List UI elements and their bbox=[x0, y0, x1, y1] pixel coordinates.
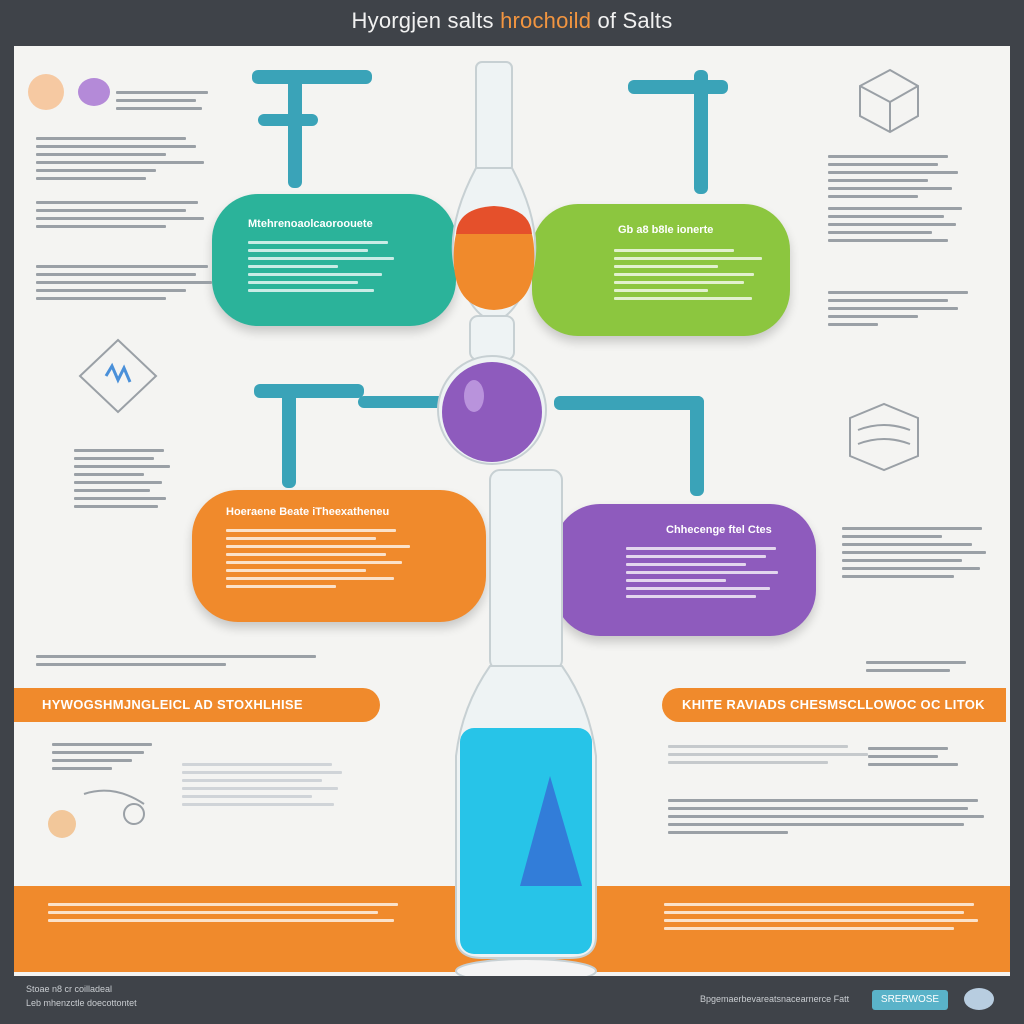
pipe-top-right-horizontal bbox=[628, 80, 728, 94]
right-text-block-5 bbox=[866, 656, 976, 677]
pipe-top-left-vertical bbox=[288, 70, 302, 188]
crystal-icon bbox=[78, 338, 158, 414]
right-text-block-3 bbox=[828, 286, 978, 331]
right-text-block-1 bbox=[828, 150, 968, 203]
footer-button[interactable]: SRERWOSE bbox=[872, 990, 948, 1010]
flask-middle-purple bbox=[437, 315, 547, 465]
pipe-top-left-horizontal bbox=[252, 70, 372, 84]
pill-purple-title: Chhecenge ftel Ctes bbox=[666, 524, 772, 536]
pipe-mid-right-vertical bbox=[690, 396, 704, 496]
pill-orange-text bbox=[226, 524, 416, 593]
pipe-mid-center bbox=[358, 396, 448, 408]
lab-sketch-icon bbox=[48, 789, 145, 838]
pill-purple-text bbox=[626, 542, 786, 603]
pill-teal-title: Mtehrenoaolcaoroouete bbox=[248, 218, 373, 230]
pill-teal bbox=[212, 194, 456, 326]
pill-orange-title: Hoeraene Beate iTheexatheneu bbox=[226, 506, 390, 518]
pipe-mid-left-vertical bbox=[282, 384, 296, 488]
left-text-block-2 bbox=[36, 132, 206, 185]
page-title: Hyorgjen salts hrochoild of Salts bbox=[351, 8, 673, 33]
left-text-block-3 bbox=[36, 196, 206, 233]
footer-bar: Stoae n8 cr coilladeal Leb mhenzctle doe… bbox=[0, 976, 1024, 1024]
pipe-top-right-vertical bbox=[694, 70, 708, 194]
footer-left-text-1: Stoae n8 cr coilladeal bbox=[26, 984, 113, 994]
right-text-block-6 bbox=[668, 740, 968, 769]
pill-orange bbox=[192, 490, 486, 622]
left-text-block-6 bbox=[36, 650, 326, 671]
banner-right: KHITE RAVIADS CHESMSCLLOWOC OC LITOK bbox=[662, 688, 1006, 722]
pill-purple bbox=[554, 504, 816, 636]
footer-right-text: Bpgemaerbevareatsnacearnerce Fatt bbox=[700, 994, 850, 1004]
left-text-block-7 bbox=[52, 738, 172, 775]
left-text-block-5 bbox=[74, 444, 184, 513]
band-text-right bbox=[664, 898, 984, 935]
left-text-block-4 bbox=[36, 260, 216, 305]
sketch-texture bbox=[182, 758, 352, 811]
right-text-block-2 bbox=[828, 202, 968, 247]
cube-icon bbox=[859, 68, 919, 134]
flask-bottom-blue bbox=[455, 469, 597, 976]
pipe-top-left-arm bbox=[258, 114, 318, 126]
right-text-block-8 bbox=[668, 794, 988, 839]
footer-left-text-2: Leb mhenzctle doecottontet bbox=[26, 998, 137, 1008]
left-text-block-1 bbox=[116, 86, 216, 115]
footer-logo-icon bbox=[964, 988, 994, 1010]
pill-green bbox=[532, 204, 790, 336]
band-text-left bbox=[48, 898, 408, 927]
right-text-block-4 bbox=[842, 522, 992, 583]
banner-left: HYWOGSHMJNGLEICL AD STOXHLHISE bbox=[14, 688, 380, 722]
molecule-icon bbox=[28, 74, 110, 110]
pipe-mid-right bbox=[554, 396, 704, 410]
pill-green-text bbox=[614, 244, 764, 305]
pipe-mid-left bbox=[254, 384, 364, 398]
infographic-poster: Mtehrenoaolcaoroouete Gb a8 b8le ionerte… bbox=[14, 46, 1010, 976]
pill-green-title: Gb a8 b8le ionerte bbox=[618, 224, 714, 236]
flask-top-red bbox=[451, 61, 537, 318]
right-text-block-7 bbox=[868, 742, 968, 771]
pill-teal-text bbox=[248, 236, 398, 297]
lattice-icon bbox=[849, 402, 919, 472]
